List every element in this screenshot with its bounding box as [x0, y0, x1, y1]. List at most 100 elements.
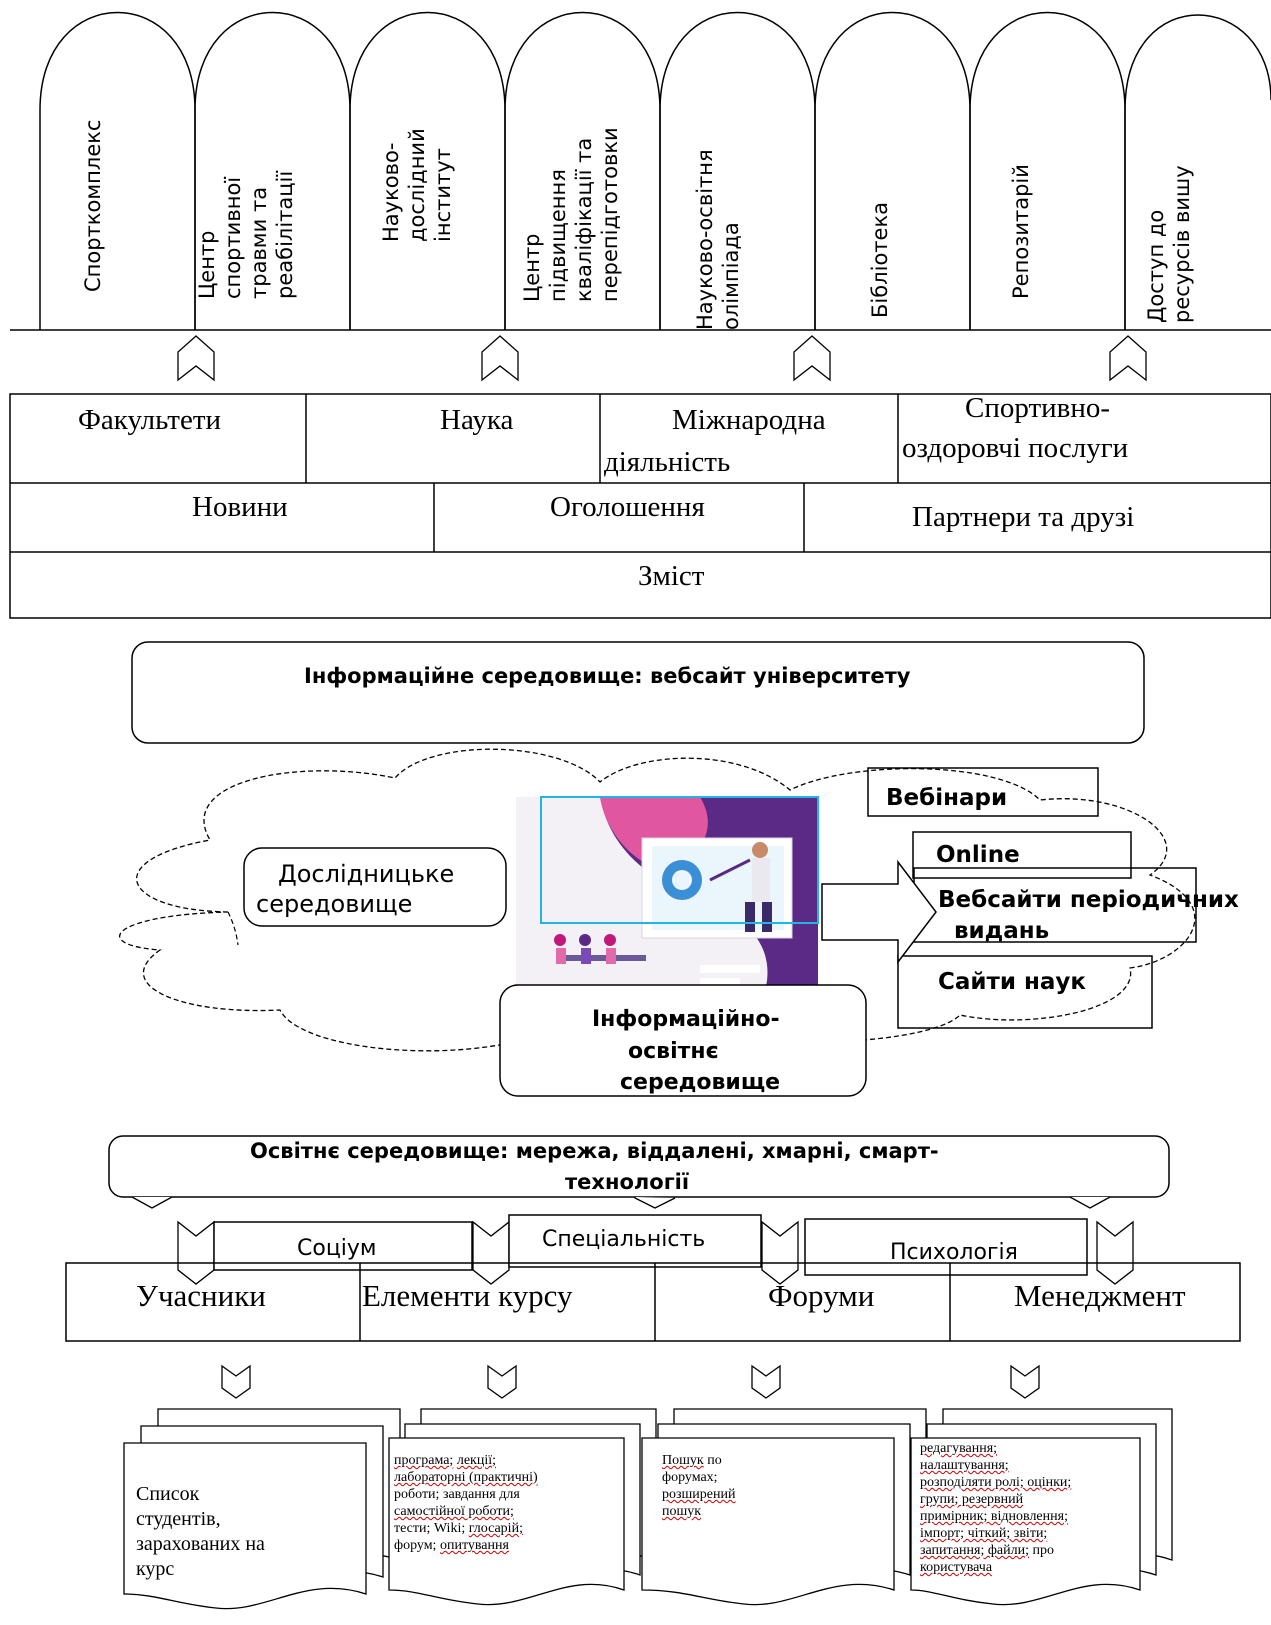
doc-line: тести; Wiki; глосарій; — [394, 1520, 538, 1537]
doc-line: запитання; файли; про — [920, 1542, 1071, 1559]
arch-label-library: Бібліотека — [868, 201, 892, 318]
chevron-up-icon — [177, 335, 215, 382]
chevron-down-icon — [1096, 1220, 1134, 1285]
chevron-down-icon — [634, 1197, 676, 1209]
spell-flagged-text: редагування; — [920, 1441, 998, 1456]
table-cell-content[interactable]: Зміст — [638, 560, 705, 592]
chevron-up-icon — [793, 335, 831, 382]
spell-flagged-text: Пошук — [662, 1453, 704, 1468]
chevron-up-icon — [481, 335, 519, 382]
doc-line: роботи; завдання для — [394, 1486, 538, 1503]
online-box — [912, 831, 1132, 879]
doc-line: налаштування; — [920, 1457, 1071, 1474]
chevron-up-icon — [1109, 335, 1147, 382]
tab-specialty-label[interactable]: Спеціальність — [542, 1227, 706, 1252]
edu-env-box — [108, 1135, 1170, 1198]
info-edu-env-box — [499, 984, 867, 1097]
chevron-down-icon — [177, 1220, 215, 1285]
research-env-box — [243, 847, 507, 927]
arch-sport-injury — [194, 11, 351, 330]
table-cell-sport-services-1[interactable]: Спортивно- — [965, 392, 1111, 424]
table-cell-announcements[interactable]: Оголошення — [550, 491, 705, 523]
spell-flagged-text: самостійної роботи; — [394, 1504, 514, 1519]
course-row-grid — [65, 1262, 1241, 1342]
doc-stacks — [123, 1408, 1173, 1610]
chevron-down-icon — [761, 1220, 799, 1285]
arch-research-institute — [349, 11, 506, 330]
arch-resources — [1124, 14, 1271, 330]
doc-line: форум; опитування — [394, 1537, 538, 1554]
table-cell-international-1[interactable]: Міжнародна — [672, 404, 826, 436]
site-table-grid — [9, 393, 1271, 619]
course-forums[interactable]: Форуми — [768, 1278, 875, 1313]
elements-doc-text: програма; лекції;лабораторні (практичні)… — [394, 1452, 538, 1554]
info-edu-env-line-1: Інформаційно- — [592, 1007, 780, 1032]
spell-flagged-text: пошук — [662, 1504, 702, 1519]
doc-management — [910, 1437, 1141, 1606]
research-env-line-2: середовище — [256, 890, 413, 918]
spell-flagged-text: користувача — [920, 1560, 993, 1575]
tab-specialty — [508, 1214, 762, 1268]
periodicals-line-1: Вебсайти періодичних — [938, 887, 1239, 913]
science-sites-label: Сайти наук — [938, 969, 1086, 995]
spell-flagged-text: розподіляти ролі; оцінки; — [920, 1475, 1072, 1490]
spell-flagged-text: примірник; відновлення; — [920, 1509, 1068, 1524]
course-management[interactable]: Менеджмент — [1014, 1278, 1186, 1313]
course-participants[interactable]: Учасники — [136, 1278, 266, 1313]
edu-env-line-1: Освітнє середовище: мережа, віддалені, х… — [250, 1139, 939, 1163]
arch-label-qualification-center: Центр підвищення кваліфікації та перепід… — [520, 127, 622, 302]
doc-line: примірник; відновлення; — [920, 1508, 1071, 1525]
course-elements[interactable]: Елементи курсу — [362, 1278, 573, 1313]
chevron-down-icon — [487, 1364, 517, 1399]
arch-label-sport-injury-center: Центр спортивної травми та реабілітації — [195, 170, 297, 299]
arch-label-research-institute: Науково- дослідний інститут — [379, 128, 455, 242]
doc-line: користувача — [920, 1559, 1071, 1576]
cloud-shape — [119, 748, 1196, 1056]
table-cell-partners[interactable]: Партнери та друзі — [912, 501, 1135, 533]
webinars-box — [867, 767, 1099, 817]
management-doc-text: редагування;налаштування;розподіляти рол… — [920, 1440, 1071, 1576]
spell-flagged-text: імпорт; чіткий; звіти; — [920, 1526, 1048, 1541]
doc-forums — [641, 1437, 895, 1606]
research-env-line-1: Дослідницьке — [278, 860, 455, 888]
doc-line: програма; лекції; — [394, 1452, 538, 1469]
doc-line: самостійної роботи; — [394, 1503, 538, 1520]
doc-participants — [123, 1442, 367, 1610]
chevron-down-icon — [1010, 1364, 1040, 1399]
doc-text: тести; Wiki; — [394, 1521, 469, 1536]
arch-label-resources-access: Доступ до ресурсів вишу — [1144, 165, 1194, 323]
doc-line: форумах; — [662, 1469, 736, 1486]
science-sites-box — [897, 955, 1153, 1029]
chevron-down-icon — [472, 1220, 510, 1285]
arch-label-olympiad: Науково-освітня олімпіада — [693, 149, 743, 330]
spell-flagged-text: запитання; файли; — [920, 1543, 1030, 1558]
edu-env-line-2: технології — [565, 1170, 690, 1194]
arch-sportcomplex — [39, 11, 196, 330]
doc-text: форумах; — [662, 1470, 718, 1485]
tab-psychology — [804, 1218, 1088, 1276]
website-box-title: Інформаційне середовище: вебсайт універс… — [304, 664, 911, 688]
doc-line: Пошук по — [662, 1452, 736, 1469]
tab-socium — [213, 1221, 473, 1271]
tab-socium-label[interactable]: Соціум — [297, 1236, 377, 1261]
table-cell-faculties[interactable]: Факультети — [78, 404, 222, 436]
table-cell-sport-services-2[interactable]: оздоровчі послуги — [902, 432, 1129, 464]
webinars-label: Вебінари — [886, 785, 1008, 811]
tab-psychology-label[interactable]: Психологія — [890, 1240, 1018, 1265]
arch-repository — [969, 11, 1126, 330]
website-box — [131, 641, 1145, 744]
arch-label-sportcomplex: Спорткомплекс — [81, 119, 105, 292]
doc-text: форум; — [394, 1538, 440, 1553]
doc-line: групи; резервний — [920, 1491, 1071, 1508]
table-cell-news[interactable]: Новини — [192, 491, 288, 523]
doc-line: лабораторні (практичні) — [394, 1469, 538, 1486]
table-cell-science[interactable]: Наука — [440, 404, 514, 436]
table-cell-international-2[interactable]: діяльність — [604, 446, 731, 478]
online-label: Online — [936, 842, 1020, 868]
spell-flagged-text: групи; резервний — [920, 1492, 1024, 1507]
chevron-down-icon — [751, 1364, 781, 1399]
spell-flagged-text: лекції; — [456, 1453, 496, 1468]
spell-flagged-text: лабораторні (практичні) — [394, 1470, 538, 1485]
